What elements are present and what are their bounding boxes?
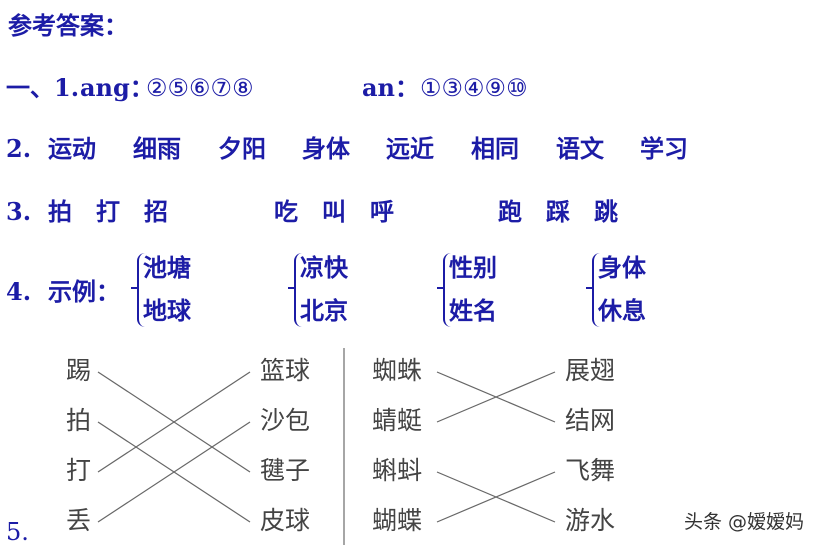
q3-group: 跑 踩 跳 xyxy=(498,197,618,226)
left-action: 踢 xyxy=(66,356,92,385)
brace xyxy=(437,253,453,327)
title: 参考答案： xyxy=(8,11,128,40)
q4-number: 4. xyxy=(6,277,32,306)
q4-word: 休息 xyxy=(598,296,646,325)
q1-ang-label: ang： xyxy=(80,73,154,102)
q3-group: 吃 叫 呼 xyxy=(274,197,394,226)
match-line xyxy=(97,371,251,473)
q2-word: 身体 xyxy=(302,134,350,163)
q2-word: 细雨 xyxy=(133,134,181,163)
brace xyxy=(131,253,147,327)
left-object: 沙包 xyxy=(260,406,311,435)
right-action: 展翅 xyxy=(565,356,616,385)
q2-word: 相同 xyxy=(471,134,519,163)
left-action: 丢 xyxy=(66,506,92,535)
left-action: 打 xyxy=(66,456,92,485)
right-animal: 蜻蜓 xyxy=(372,406,423,435)
q4-word: 性别 xyxy=(449,253,497,282)
left-object: 皮球 xyxy=(260,506,311,535)
match-line xyxy=(436,371,556,423)
q4-word: 池塘 xyxy=(143,253,191,282)
q1-prefix: 一、1. xyxy=(6,73,80,102)
right-animal: 蝌蚪 xyxy=(372,456,423,485)
q3-group: 拍 打 招 xyxy=(48,197,168,226)
q1-an-label: an： xyxy=(362,73,419,102)
q3-number: 3. xyxy=(6,197,32,226)
q2-word: 远近 xyxy=(386,134,434,163)
right-action: 结网 xyxy=(565,406,616,435)
right-action: 飞舞 xyxy=(565,456,616,485)
q4-word: 身体 xyxy=(598,253,646,282)
q1-ang-items: ②⑤⑥⑦⑧ xyxy=(146,74,254,102)
q1-an-items: ①③④⑨⑩ xyxy=(420,74,528,102)
q4-word: 地球 xyxy=(143,296,191,325)
q4-word: 北京 xyxy=(300,296,348,325)
q2-word: 语文 xyxy=(556,134,604,163)
q4-word: 姓名 xyxy=(449,296,497,325)
q4-label: 示例： xyxy=(48,277,120,306)
brace xyxy=(288,253,304,327)
q2-word: 夕阳 xyxy=(218,134,266,163)
q5-number: 5. xyxy=(6,518,29,545)
right-animal: 蝴蝶 xyxy=(372,506,423,535)
right-animal: 蜘蛛 xyxy=(372,356,423,385)
q2-word: 学习 xyxy=(640,134,688,163)
q4-word: 凉快 xyxy=(300,253,348,282)
q2-number: 2. xyxy=(6,134,32,163)
brace xyxy=(586,253,602,327)
watermark: 头条 @嫒嫒妈 xyxy=(684,511,805,533)
q2-word: 运动 xyxy=(48,134,96,163)
left-object: 毽子 xyxy=(260,456,311,485)
match-line xyxy=(436,471,556,523)
left-object: 篮球 xyxy=(260,356,311,385)
right-action: 游水 xyxy=(565,506,616,535)
left-action: 拍 xyxy=(66,406,92,435)
match-line xyxy=(97,421,251,523)
